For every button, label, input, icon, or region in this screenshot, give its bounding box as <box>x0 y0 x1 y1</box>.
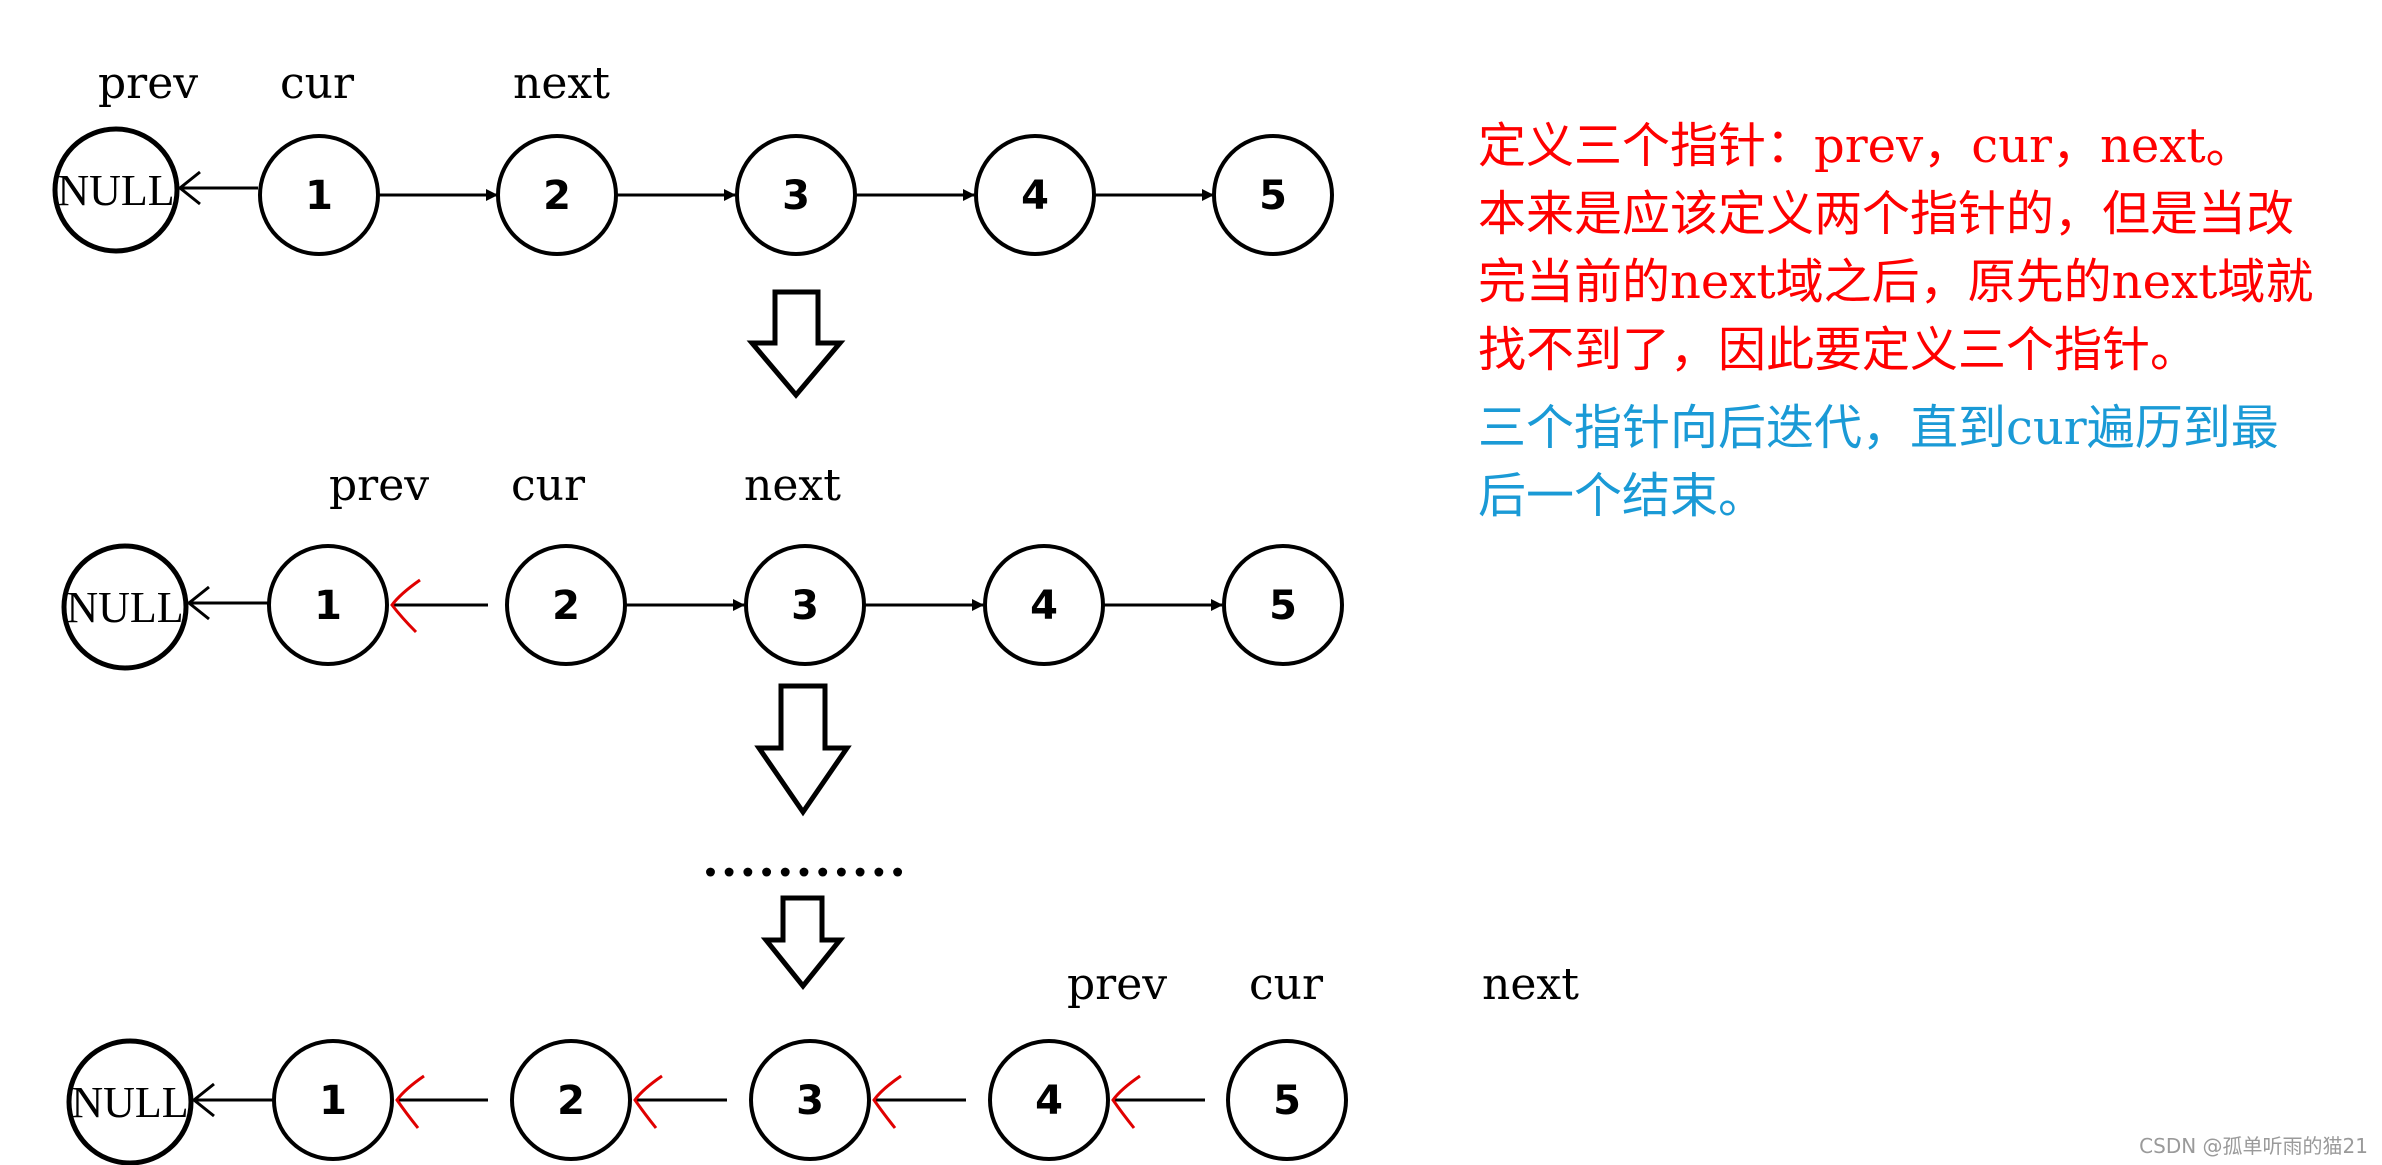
note-blue-line-2: 后一个结束。 <box>1478 468 1767 524</box>
null-node-label: NULL <box>66 583 183 632</box>
node-1-label: 1 <box>305 173 333 219</box>
down-arrow-2 <box>754 683 852 817</box>
next-pointer-label: next <box>744 460 841 511</box>
node-2-label: 2 <box>557 1078 585 1124</box>
down-arrow-1 <box>746 289 846 399</box>
ellipsis: ........... <box>702 832 908 888</box>
null-node <box>61 543 189 671</box>
cur-pointer-label: cur <box>511 460 586 511</box>
red-arrowhead <box>390 578 421 634</box>
row-3: prev cur next NULL 1 2 3 4 5 <box>66 959 1579 1165</box>
node-3-label: 3 <box>782 173 810 219</box>
node-5 <box>1222 544 1344 666</box>
node-4-label: 4 <box>1035 1078 1063 1124</box>
null-node <box>66 1038 194 1165</box>
node-3-label: 3 <box>791 583 819 629</box>
node-3 <box>749 1039 871 1161</box>
cur-pointer-label: cur <box>1249 959 1324 1010</box>
arrowhead-null <box>186 585 210 621</box>
null-node-label: NULL <box>57 166 174 215</box>
node-1-label: 1 <box>319 1078 347 1124</box>
next-pointer-label: next <box>1482 959 1579 1010</box>
node-5 <box>1226 1039 1348 1161</box>
node-2-label: 2 <box>543 173 571 219</box>
prev-pointer-label: prev <box>1067 959 1167 1010</box>
note-red-line-3: 完当前的next域之后，原先的next域就 <box>1478 254 2314 310</box>
red-arrowhead <box>1111 1074 1141 1129</box>
note-blue-line-1: 三个指针向后迭代，直到cur遍历到最 <box>1478 400 2279 456</box>
watermark: CSDN @孤单听雨的猫21 <box>2139 1134 2368 1158</box>
node-4-label: 4 <box>1030 583 1058 629</box>
node-4 <box>988 1039 1110 1161</box>
prev-pointer-label: prev <box>329 460 429 511</box>
arrowhead-null <box>191 1082 215 1118</box>
node-5 <box>1212 134 1334 256</box>
node-2-label: 2 <box>552 583 580 629</box>
explanation-notes: 定义三个指针：prev，cur，next。 本来是应该定义两个指针的，但是当改 … <box>1478 112 2378 530</box>
node-1-label: 1 <box>314 583 342 629</box>
node-4-label: 4 <box>1021 173 1049 219</box>
arrowhead-null <box>177 170 201 206</box>
node-1 <box>267 544 389 666</box>
red-arrowhead <box>395 1074 425 1129</box>
cur-pointer-label: cur <box>280 58 355 109</box>
red-arrowhead <box>872 1074 902 1129</box>
node-5-label: 5 <box>1259 173 1287 219</box>
null-node-label: NULL <box>71 1078 188 1127</box>
down-arrow-3 <box>760 895 846 990</box>
note-red-line-2: 本来是应该定义两个指针的，但是当改 <box>1478 186 2295 242</box>
next-pointer-label: next <box>513 58 610 109</box>
node-1 <box>272 1039 394 1161</box>
red-arrowhead <box>633 1074 663 1129</box>
node-2 <box>510 1039 632 1161</box>
note-red-line-4: 找不到了，因此要定义三个指针。 <box>1478 322 2199 378</box>
prev-pointer-label: prev <box>98 58 198 109</box>
node-5-label: 5 <box>1273 1078 1301 1124</box>
row-2: prev cur next NULL 1 2 3 4 5 <box>61 460 1344 671</box>
null-node <box>52 126 180 254</box>
node-5-label: 5 <box>1269 583 1297 629</box>
node-3-label: 3 <box>796 1078 824 1124</box>
row-1: prev cur next NULL 1 2 3 4 5 <box>52 58 1334 256</box>
note-red-line-1: 定义三个指针：prev，cur，next。 <box>1478 118 2254 174</box>
